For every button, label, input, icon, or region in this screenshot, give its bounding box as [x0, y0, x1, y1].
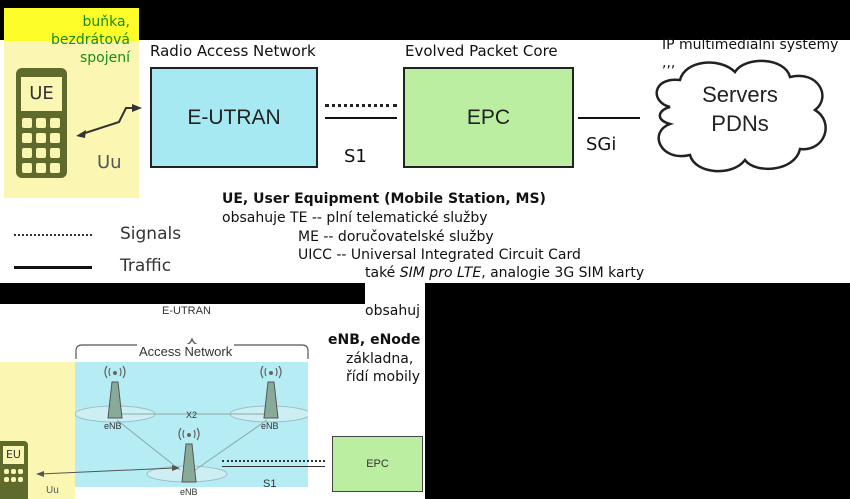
- right-black-panel: [425, 283, 850, 499]
- enb-label-3: eNB: [180, 487, 198, 497]
- desc-line-me: ME -- doručovatelské služby: [298, 229, 494, 245]
- desc-line-sim: také SIM pro LTE, analogie 3G SIM karty: [365, 264, 644, 283]
- cell-yellow-highlight: [4, 8, 139, 41]
- desc-sim-suffix: , analogie 3G SIM karty: [481, 265, 645, 281]
- desc-line-uicc: UICC -- Universal Integrated Circuit Car…: [298, 247, 581, 263]
- sgi-label: SGi: [586, 134, 617, 155]
- cloud-text: Servers PDNs: [702, 82, 778, 136]
- sgi-traffic-line: [578, 117, 640, 119]
- top-black-band: [0, 0, 850, 40]
- bottom-s1-signal-line: [222, 460, 325, 462]
- bottom-s1-label: S1: [263, 478, 277, 490]
- bottom-uu-link: [36, 465, 180, 477]
- bottom-eu-phone-icon: EU: [0, 441, 28, 499]
- legend-signals-line: [14, 234, 92, 236]
- epc-box-label: EPC: [466, 105, 511, 129]
- desc-sim-italic: SIM pro LTE: [399, 265, 482, 281]
- x2-label: X2: [186, 410, 198, 420]
- ran-caption: Radio Access Network: [150, 42, 316, 60]
- legend-traffic-line: [14, 266, 92, 269]
- enb-line-ridi: řídí mobily: [346, 369, 421, 385]
- s1-traffic-line: [325, 117, 397, 119]
- epc-box: EPC: [403, 67, 574, 168]
- ue-phone-icon: UE: [16, 68, 67, 178]
- bottom-epc-box: EPC: [332, 436, 423, 492]
- enb-antenna-icon-3: [178, 427, 200, 483]
- s1-label: S1: [344, 146, 367, 167]
- uu-label: Uu: [97, 152, 122, 173]
- bottom-epc-label: EPC: [366, 458, 389, 470]
- desc-line-te: obsahuje TE -- plní telematické služby: [222, 210, 488, 226]
- enb-antenna-icon-1: [104, 365, 126, 419]
- cell-label: buňka, bezdrátová spojení: [51, 14, 130, 66]
- uu-link-arrow: [76, 104, 142, 138]
- ims-caption: IP multimediální systémy ,,,: [662, 37, 839, 71]
- legend-signals-label: Signals: [120, 224, 182, 244]
- enb-label-1: eNB: [104, 421, 122, 431]
- bottom-s1-traffic-line: [222, 466, 325, 467]
- servers-cloud-icon: [655, 59, 827, 173]
- access-network-label: Access Network: [137, 344, 235, 359]
- ue-label: UE: [21, 77, 62, 111]
- eutran-box: E-UTRAN: [150, 67, 318, 168]
- desc-line-obsahuj: obsahuj: [365, 303, 420, 319]
- middle-black-band: [0, 283, 365, 304]
- access-network-brace: [75, 337, 309, 359]
- bottom-eu-label: EU: [3, 446, 24, 464]
- enb-heading: eNB, eNode: [328, 332, 421, 348]
- legend-traffic-label: Traffic: [120, 256, 172, 276]
- s1-signal-line: [325, 104, 397, 107]
- enb-label-2: eNB: [261, 421, 279, 431]
- bottom-uu-label: Uu: [46, 485, 59, 496]
- eutran-box-label: E-UTRAN: [187, 105, 281, 129]
- bottom-eutran-caption: E-UTRAN: [162, 305, 211, 317]
- epc-caption: Evolved Packet Core: [405, 42, 558, 60]
- enb-line-zakladna: základna,: [346, 351, 414, 367]
- enb-antenna-icon-2: [260, 365, 282, 419]
- desc-sim-prefix: také: [365, 265, 400, 281]
- ue-heading: UE, User Equipment (Mobile Station, MS): [222, 191, 546, 207]
